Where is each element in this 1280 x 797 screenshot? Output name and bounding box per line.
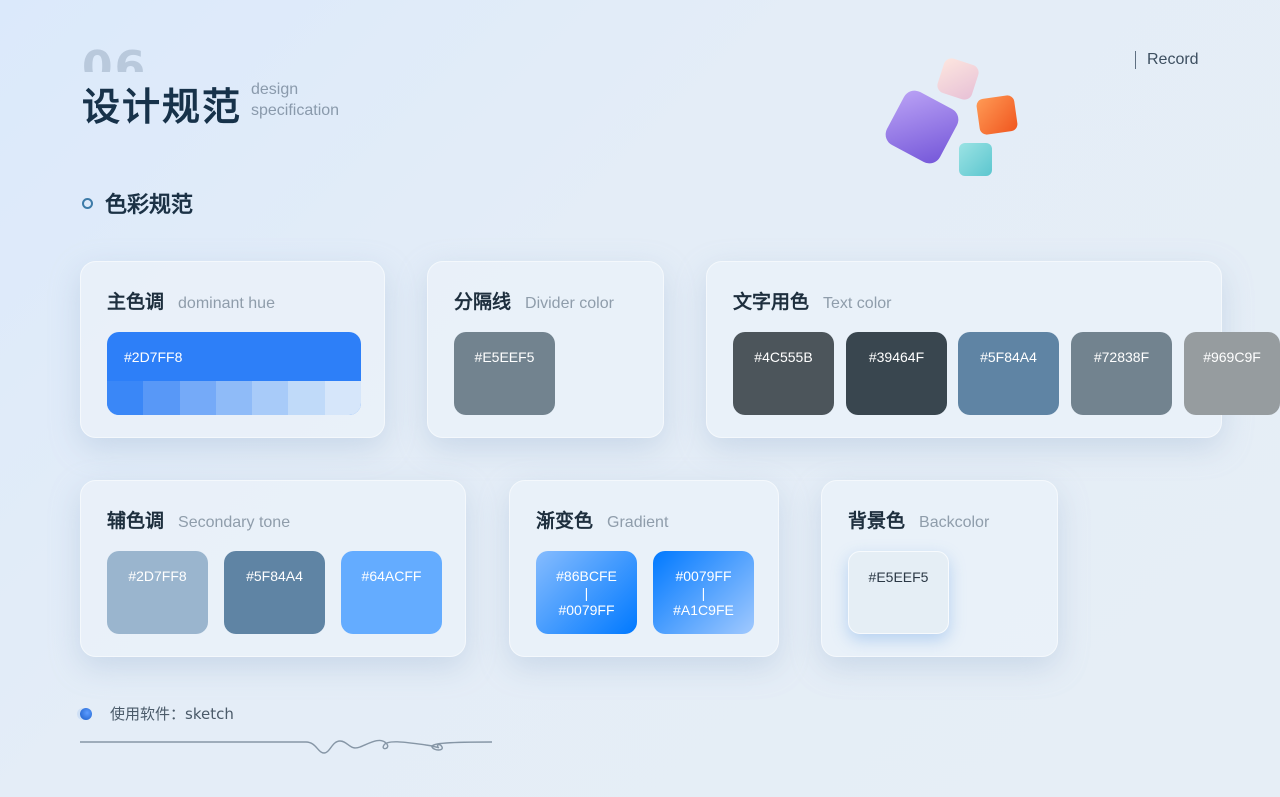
cube-orange <box>976 95 1018 135</box>
software-label: 使用软件：sketch <box>110 705 234 723</box>
text-swatch[interactable]: #4C555B <box>733 332 834 415</box>
bullet-dot-icon <box>80 707 92 720</box>
swatch-hex: #2D7FF8 <box>128 568 187 584</box>
footer-software: 使用软件：sketch <box>80 703 234 724</box>
tint-step <box>215 381 253 415</box>
tint-step <box>288 381 325 415</box>
card-title-zh: 渐变色 <box>536 510 594 532</box>
secondary-swatch[interactable]: #5F84A4 <box>224 551 325 634</box>
gradient-swatch[interactable]: #0079FF | #A1C9FE <box>653 551 754 634</box>
text-swatch[interactable]: #72838F <box>1071 332 1172 415</box>
ring-icon <box>82 197 93 209</box>
card-title-zh: 主色调 <box>107 291 165 313</box>
card-header: 文字用色 Text color <box>733 287 891 314</box>
tint-step <box>143 381 180 415</box>
card-title-zh: 辅色调 <box>107 510 165 532</box>
dominant-swatch[interactable]: #2D7FF8 <box>107 332 361 415</box>
cube-purple <box>885 90 959 164</box>
card-header: 渐变色 Gradient <box>536 506 668 533</box>
tint-step <box>107 381 144 415</box>
card-secondary-tone: 辅色调 Secondary tone #2D7FF8 #5F84A4 #64AC… <box>80 480 466 657</box>
card-dominant-hue: 主色调 dominant hue #2D7FF8 <box>80 261 385 438</box>
card-title-en: Secondary tone <box>178 514 291 531</box>
divider-swatch[interactable]: #E5EEF5 <box>454 332 555 415</box>
gradient-swatch[interactable]: #86BCFE | #0079FF <box>536 551 637 634</box>
card-header: 分隔线 Divider color <box>454 287 614 314</box>
card-title-en: dominant hue <box>178 295 275 312</box>
swatch-hex: #E5EEF5 <box>474 349 535 365</box>
gradient-to-hex: #A1C9FE <box>673 602 734 618</box>
text-swatch[interactable]: #5F84A4 <box>958 332 1059 415</box>
subtitle-line-1: design <box>251 81 299 98</box>
text-swatch[interactable]: #969C9F <box>1184 332 1280 415</box>
tint-steps <box>107 381 361 415</box>
decorative-squiggle-line <box>80 739 492 754</box>
cubes-illustration <box>885 58 1018 176</box>
gradient-separator: | <box>701 585 706 601</box>
subtitle-line-2: specification <box>251 102 340 119</box>
gradient-separator: | <box>584 585 589 601</box>
cube-pink <box>937 58 979 100</box>
swatch-hex: #2D7FF8 <box>124 349 183 365</box>
card-title-en: Backcolor <box>919 514 990 531</box>
card-title-en: Gradient <box>607 514 669 531</box>
card-title-zh: 分隔线 <box>454 291 512 313</box>
card-header: 背景色 Backcolor <box>848 506 989 533</box>
swatch-hex: #969C9F <box>1203 349 1261 365</box>
swatch-hex: #4C555B <box>754 349 813 365</box>
card-text-color: 文字用色 Text color #4C555B #39464F #5F84A4 … <box>706 261 1280 438</box>
swatch-hex: #72838F <box>1093 349 1150 365</box>
card-gradient: 渐变色 Gradient #86BCFE | #0079FF #0079FF |… <box>509 480 779 657</box>
tint-step <box>179 381 216 415</box>
section-heading: 色彩规范 <box>82 187 193 219</box>
swatch-hex: #5F84A4 <box>246 568 303 584</box>
swatch-hex: #64ACFF <box>361 568 422 584</box>
section-title: 色彩规范 <box>105 193 194 218</box>
record-link[interactable]: Record <box>1135 51 1199 69</box>
background-swatch[interactable]: #E5EEF5 <box>848 551 949 634</box>
tint-step <box>252 381 289 415</box>
page-title: 设计规范 <box>82 85 243 129</box>
tint-step <box>324 381 361 415</box>
page-subtitle: design specification <box>251 79 339 121</box>
card-title-en: Text color <box>823 295 892 312</box>
card-title-zh: 文字用色 <box>733 291 810 313</box>
gradient-from-hex: #0079FF <box>675 568 732 584</box>
card-header: 主色调 dominant hue <box>107 287 275 314</box>
card-header: 辅色调 Secondary tone <box>107 506 290 533</box>
swatch-hex: #E5EEF5 <box>868 569 929 585</box>
card-title-zh: 背景色 <box>848 510 906 532</box>
secondary-swatch[interactable]: #2D7FF8 <box>107 551 208 634</box>
cube-teal <box>959 143 992 176</box>
swatch-hex: #5F84A4 <box>980 349 1037 365</box>
card-divider-color: 分隔线 Divider color #E5EEF5 <box>427 261 664 438</box>
secondary-swatch[interactable]: #64ACFF <box>341 551 442 634</box>
text-swatch[interactable]: #39464F <box>846 332 947 415</box>
card-background-color: 背景色 Backcolor #E5EEF5 <box>821 480 1058 657</box>
section-number: 06 <box>82 42 148 72</box>
gradient-to-hex: #0079FF <box>558 602 615 618</box>
card-title-en: Divider color <box>525 295 614 312</box>
gradient-from-hex: #86BCFE <box>556 568 617 584</box>
swatch-hex: #39464F <box>868 349 925 365</box>
